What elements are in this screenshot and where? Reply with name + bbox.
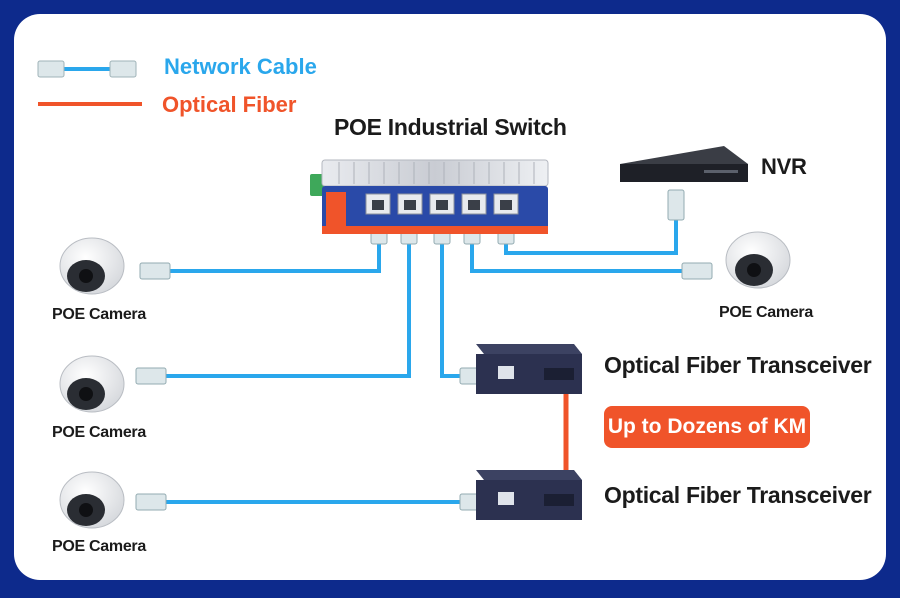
cable-switch-nvr xyxy=(504,219,678,255)
legend-network-cable-sample xyxy=(37,60,137,78)
camera-3 xyxy=(59,471,125,529)
diagram-canvas xyxy=(37,60,791,529)
cable-switch-camera4 xyxy=(470,239,684,273)
camera-4-label: POE Camera xyxy=(719,304,813,321)
cable-switch-transceiver-top xyxy=(440,239,469,378)
rj45-connectors xyxy=(135,189,713,511)
camera-2-label: POE Camera xyxy=(52,424,146,441)
transceiver-bottom-label: Optical Fiber Transceiver xyxy=(604,482,872,508)
legend-network-cable-label: Network Cable xyxy=(164,54,317,79)
diagram-frame: Network Cable Optical Fiber POE Industri… xyxy=(14,14,886,580)
cable-switch-camera1 xyxy=(169,239,381,273)
nvr-title: NVR xyxy=(761,154,807,179)
nvr-device xyxy=(620,146,748,182)
cable-switch-camera2 xyxy=(164,239,411,378)
transceiver-top-device xyxy=(476,344,582,394)
legend-optical-fiber-label: Optical Fiber xyxy=(162,92,297,117)
camera-1-label: POE Camera xyxy=(52,306,146,323)
camera-1 xyxy=(59,237,125,295)
switch-title: POE Industrial Switch xyxy=(334,114,567,140)
poe-switch-device xyxy=(310,159,549,234)
camera-4 xyxy=(725,231,791,289)
distance-badge: Up to Dozens of KM xyxy=(604,406,810,448)
transceiver-bottom-device xyxy=(476,470,582,520)
camera-3-label: POE Camera xyxy=(52,538,146,555)
transceiver-top-label: Optical Fiber Transceiver xyxy=(604,352,872,378)
camera-2 xyxy=(59,355,125,413)
network-cables xyxy=(164,219,684,504)
